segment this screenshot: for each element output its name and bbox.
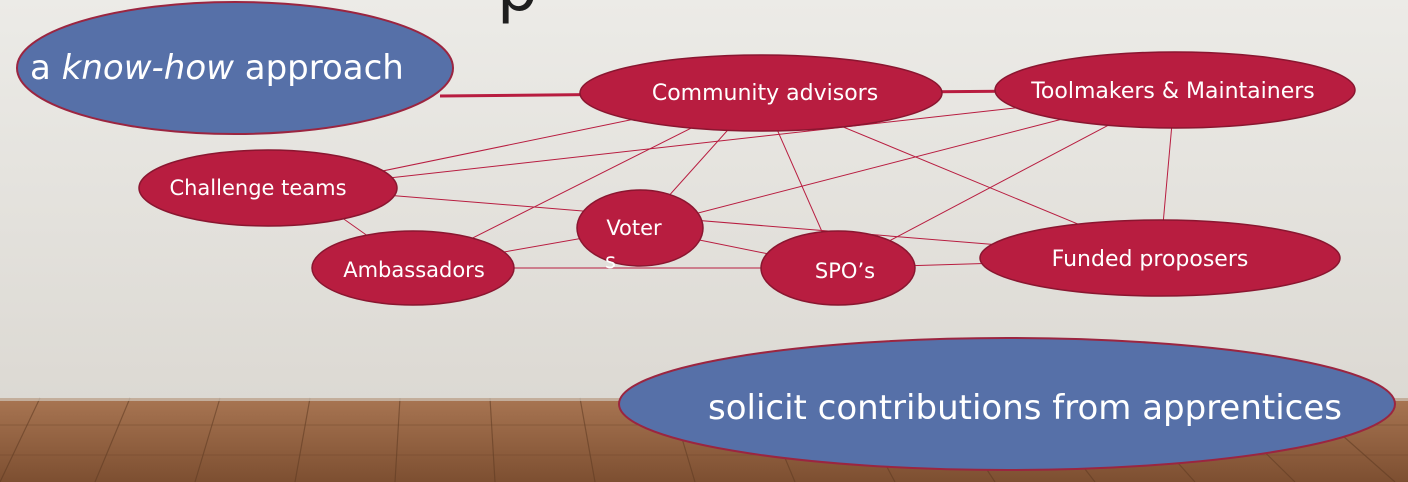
node-label-wrap: s <box>605 249 616 273</box>
node-ambassadors: Ambassadors <box>311 230 515 306</box>
node-label: Funded proposers <box>1052 247 1249 272</box>
callout-prefix: a <box>30 48 62 88</box>
svg-text:a know-how approach: a know-how approach <box>30 48 404 88</box>
node-toolmakers-maintainers: Toolmakers & Maintainers <box>994 51 1356 129</box>
know-how-approach-callout: a know-how approach <box>16 1 454 135</box>
node-label: Toolmakers & Maintainers <box>1030 79 1315 104</box>
node-voters: Voter s <box>576 189 704 273</box>
node-label: Community advisors <box>652 81 878 106</box>
node-label: Challenge teams <box>169 176 346 200</box>
node-label: Ambassadors <box>343 258 485 282</box>
node-community-advisors: Community advisors <box>579 54 943 132</box>
callout-emphasis: know-how <box>62 48 234 88</box>
node-challenge-teams: Challenge teams <box>138 149 398 227</box>
node-label: Voter <box>606 216 662 240</box>
node-funded-proposers: Funded proposers <box>979 219 1341 297</box>
callout-suffix: approach <box>234 48 404 88</box>
solicit-contributions-callout: solicit contributions from apprentices <box>618 337 1396 471</box>
node-spos: SPO’s <box>760 230 916 306</box>
slide-title-fragment: p <box>497 0 538 26</box>
callout-text: solicit contributions from apprentices <box>708 388 1342 428</box>
node-label: SPO’s <box>815 259 875 283</box>
